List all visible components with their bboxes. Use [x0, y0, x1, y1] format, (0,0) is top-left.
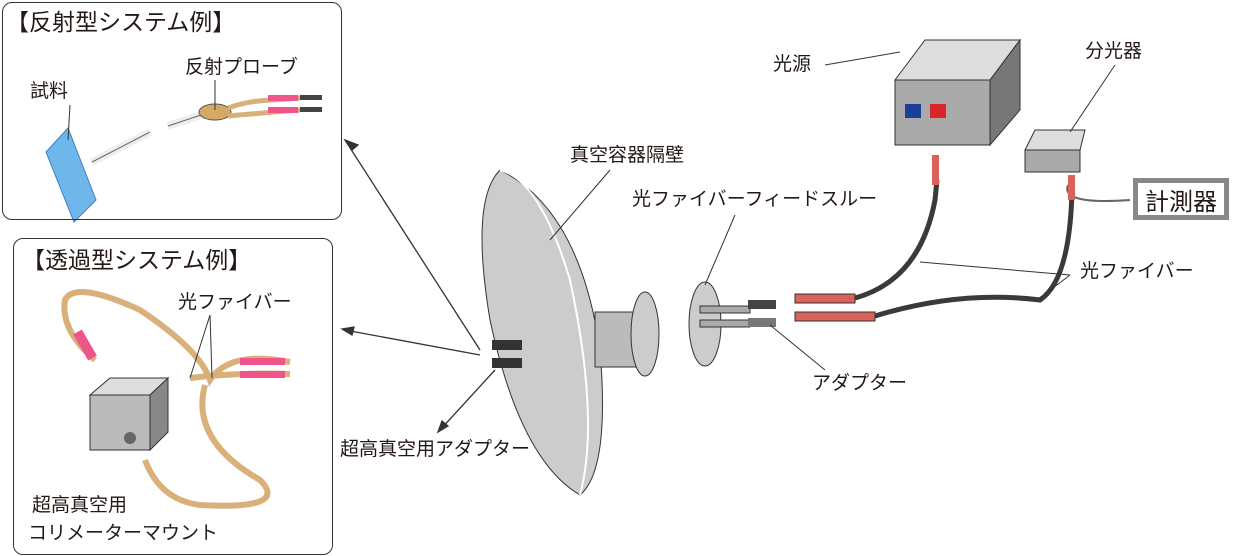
reflection-panel-title: 【反射型システム例】: [6, 10, 236, 36]
chamber-wall-label: 真空容器隔壁: [570, 144, 685, 166]
spectrometer-box: [1024, 129, 1086, 173]
meter-label: 計測器: [1145, 187, 1217, 216]
light-source-box: [894, 38, 1021, 147]
feedthrough-label: 光ファイバーフィードスルー: [632, 188, 878, 210]
measuring-instrument: 計測器: [1133, 178, 1229, 220]
transmission-panel-title: 【透過型システム例】: [22, 248, 252, 274]
sample-label: 試料: [30, 80, 69, 102]
collimator-mount: [88, 376, 170, 452]
fiber-feedthrough: [688, 281, 776, 367]
optical-fibers: [794, 155, 1131, 322]
reflection-system-panel: [2, 2, 342, 220]
leader-lines: [67, 51, 1116, 379]
adapter-label: アダプター: [812, 372, 908, 394]
mount-label-line2: コリメーターマウント: [28, 522, 219, 544]
transmission-system-panel: [13, 238, 333, 555]
arrows: [340, 138, 496, 434]
uhv-adapter-label: 超高真空用アダプター: [340, 438, 531, 460]
transmission-fiber-label: 光ファイバー: [178, 291, 292, 313]
transmission-fibers: [61, 289, 291, 509]
reflection-probe: [90, 95, 322, 166]
light-source-label: 光源: [773, 53, 812, 75]
sample-glass: [45, 127, 97, 223]
fiber-label: 光ファイバー: [1080, 260, 1194, 282]
vacuum-chamber-wall: [481, 169, 660, 496]
spectrometer-label: 分光器: [1085, 40, 1143, 62]
mount-label-line1: 超高真空用: [32, 494, 128, 516]
probe-label: 反射プローブ: [185, 56, 298, 78]
